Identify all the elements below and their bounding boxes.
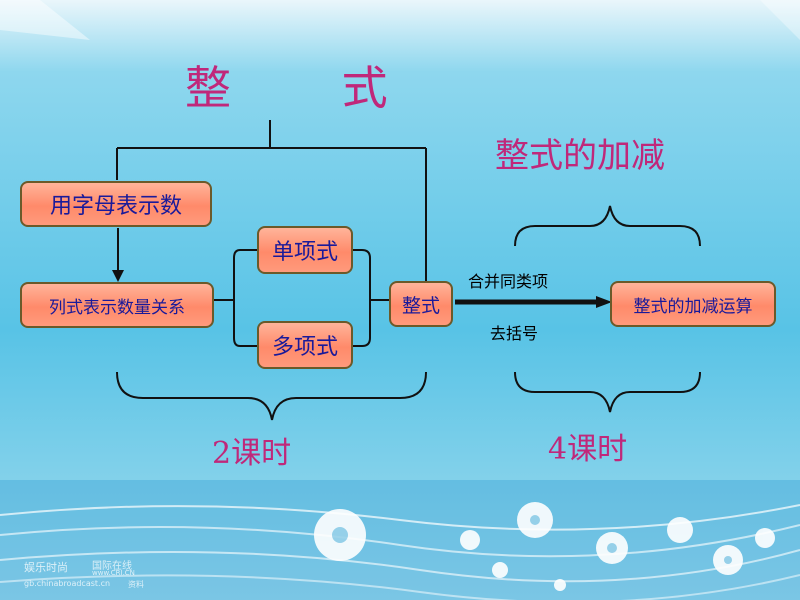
footer-site: gb.chinabroadcast.cn [24,579,111,588]
operation-remove-brackets-label: 去括号 [490,324,539,343]
footer-resource: 资料 [128,580,144,589]
box-expression-label: 列式表示数量关系 [49,297,185,318]
box-operation-label: 整式的加减运算 [633,296,753,317]
lesson-count-right: 4课时 [548,432,628,467]
box-monomial: 单项式 [257,226,353,274]
page-title: 整 式 [185,61,436,115]
operation-combine-label: 合并同类项 [468,272,549,291]
box-polynomial: 多项式 [257,321,353,369]
box-integral-label: 整式 [401,294,440,317]
box-expression: 列式表示数量关系 [20,282,214,328]
box-letters-label: 用字母表示数 [49,194,182,219]
box-operation: 整式的加减运算 [610,281,776,327]
box-polynomial-label: 多项式 [271,335,338,360]
footer-brand: 娱乐时尚 [24,561,68,574]
footer-brand2: 国际在线 [92,561,132,572]
lesson-count-left: 2课时 [212,436,292,471]
flower-decoration [314,502,775,591]
box-letters: 用字母表示数 [20,181,212,227]
footer-logo: 娱乐时尚 国际在线 www.CRI.CN gb.chinabroadcast.c… [20,555,160,591]
page-subtitle: 整式的加减 [495,136,665,176]
box-monomial-label: 单项式 [271,240,338,265]
footer-site-sub: www.CRI.CN [92,569,135,577]
box-integral: 整式 [389,281,453,327]
